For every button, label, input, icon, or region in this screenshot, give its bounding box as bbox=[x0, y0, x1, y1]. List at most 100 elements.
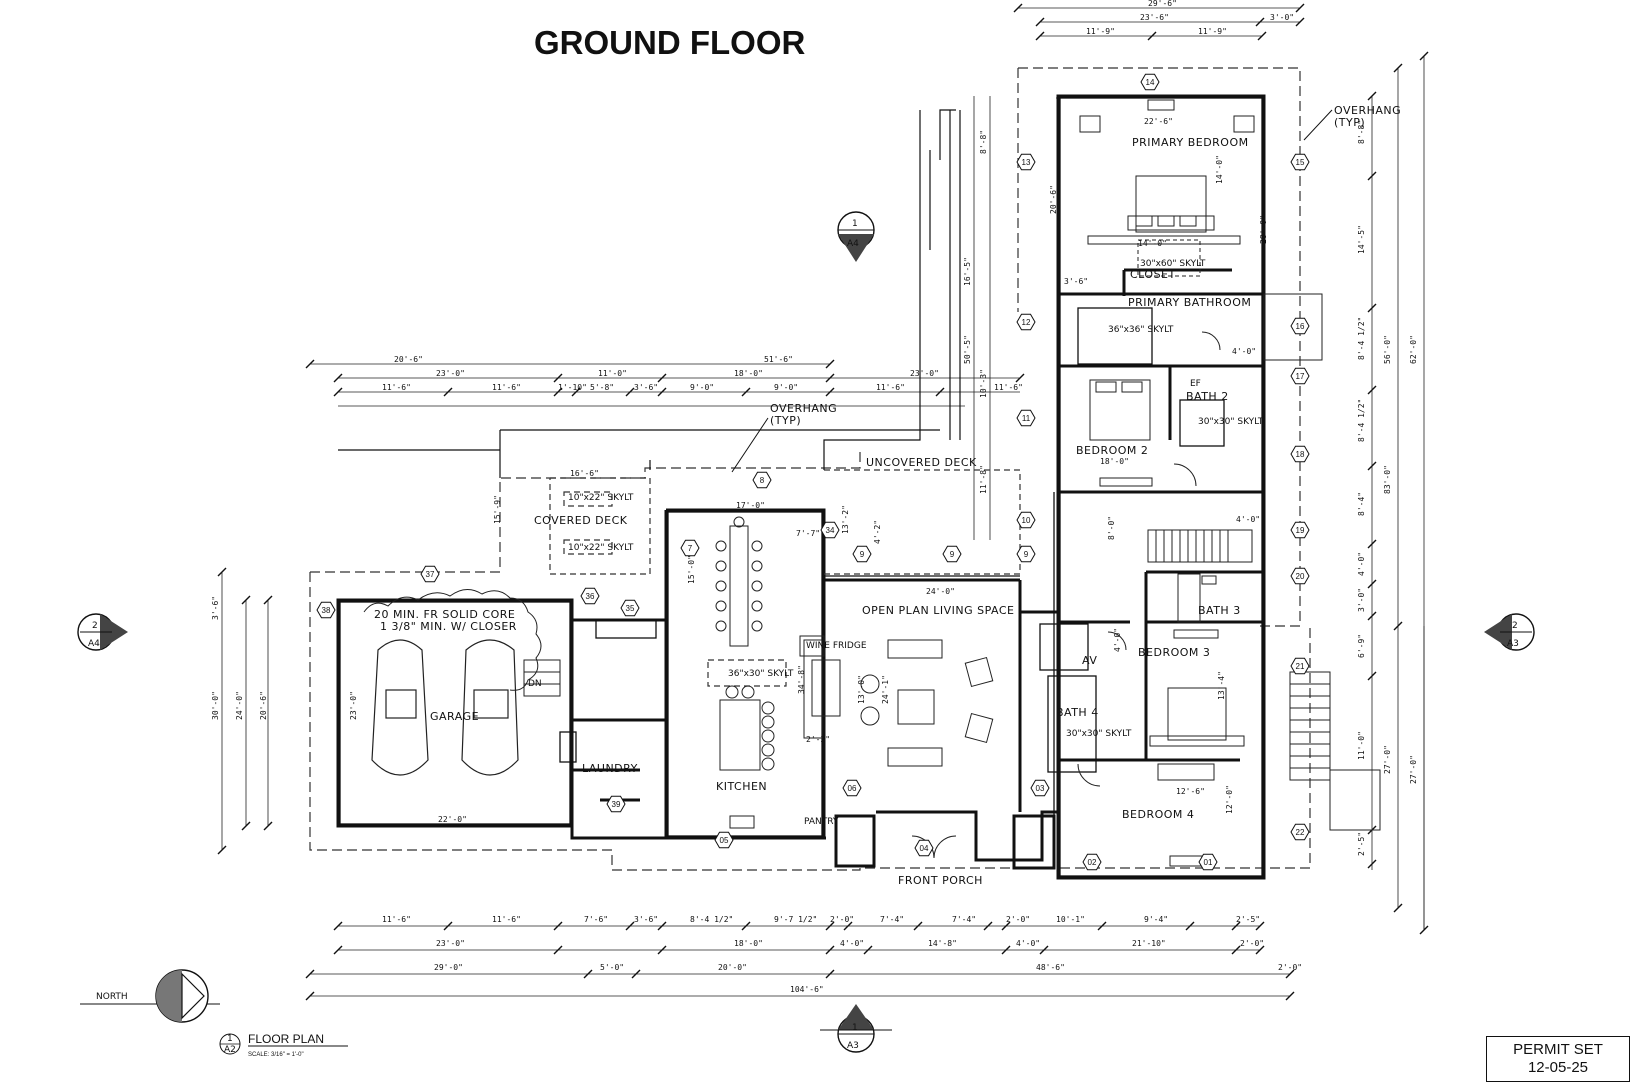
tag-hexagon bbox=[752, 471, 772, 489]
tag-hexagon bbox=[1016, 545, 1036, 563]
tag-hexagon bbox=[1290, 153, 1310, 171]
label-open-plan: OPEN PLAN LIVING SPACE bbox=[862, 604, 1015, 617]
svg-text:8'-8": 8'-8" bbox=[1357, 120, 1366, 144]
dimension-ticks bbox=[217, 3, 1429, 1001]
svg-text:3'-6": 3'-6" bbox=[634, 915, 658, 924]
svg-text:8'-8": 8'-8" bbox=[979, 130, 988, 154]
svg-text:20'-6": 20'-6" bbox=[259, 691, 268, 720]
svg-text:7'-4": 7'-4" bbox=[952, 915, 976, 924]
tag-label: 9 bbox=[950, 550, 955, 559]
svg-text:1 3/8" MIN. W/ CLOSER: 1 3/8" MIN. W/ CLOSER bbox=[380, 620, 517, 633]
svg-text:2'-0": 2'-0" bbox=[830, 915, 854, 924]
north-label: NORTH bbox=[96, 992, 128, 1002]
tag-hexagon bbox=[420, 565, 440, 583]
svg-text:22'-0": 22'-0" bbox=[438, 815, 467, 824]
svg-text:3'-6": 3'-6" bbox=[634, 383, 658, 392]
exterior-stairs-right bbox=[1263, 293, 1381, 831]
svg-text:20 MIN. FR SOLID CORE: 20 MIN. FR SOLID CORE bbox=[374, 608, 515, 621]
bedroom3-bed bbox=[1149, 629, 1245, 867]
tag-hexagon bbox=[852, 545, 872, 563]
svg-text:11'-6": 11'-6" bbox=[876, 383, 905, 392]
svg-text:1: 1 bbox=[852, 1023, 858, 1033]
tag-label: 10 bbox=[1022, 516, 1031, 525]
tag-hexagon bbox=[1016, 153, 1036, 171]
label-bedroom3: BEDROOM 3 bbox=[1138, 646, 1210, 659]
svg-text:24'-0": 24'-0" bbox=[235, 691, 244, 720]
svg-text:4'-0": 4'-0" bbox=[1236, 515, 1260, 524]
svg-text:15'-9": 15'-9" bbox=[493, 495, 502, 524]
view-scale: SCALE: 3/16" = 1'-0" bbox=[248, 1052, 304, 1058]
tag-hexagon bbox=[914, 839, 934, 857]
svg-text:11'-6": 11'-6" bbox=[492, 915, 521, 924]
svg-text:14'-0": 14'-0" bbox=[1138, 239, 1167, 248]
svg-text:10"x22" SKYLT: 10"x22" SKYLT bbox=[568, 543, 634, 553]
svg-text:1: 1 bbox=[852, 219, 858, 229]
svg-text:7'-6": 7'-6" bbox=[584, 915, 608, 924]
north-arrow: NORTH bbox=[80, 969, 220, 1023]
tag-label: 14 bbox=[1146, 78, 1155, 87]
dining-table bbox=[715, 516, 763, 647]
svg-text:11'-6": 11'-6" bbox=[382, 915, 411, 924]
tag-hexagon bbox=[1082, 853, 1102, 871]
tag-label: 11 bbox=[1022, 414, 1031, 423]
tag-label: 39 bbox=[612, 800, 621, 809]
svg-text:24'-1": 24'-1" bbox=[881, 675, 890, 704]
door-swings bbox=[911, 331, 1221, 859]
label-front-porch: FRONT PORCH bbox=[898, 874, 983, 887]
svg-text:8'-4 1/2": 8'-4 1/2" bbox=[1357, 317, 1366, 360]
svg-text:16'-6": 16'-6" bbox=[570, 469, 599, 478]
svg-text:23'-0": 23'-0" bbox=[436, 939, 465, 948]
tag-hexagon bbox=[580, 587, 600, 605]
tag-label: 9 bbox=[860, 550, 865, 559]
svg-text:8'-4": 8'-4" bbox=[1357, 492, 1366, 516]
tag-label: 01 bbox=[1204, 858, 1213, 867]
svg-text:14'-0": 14'-0" bbox=[1215, 155, 1224, 184]
svg-text:18'-0": 18'-0" bbox=[734, 369, 763, 378]
svg-text:15'-0": 15'-0" bbox=[687, 555, 696, 584]
kitchen-island bbox=[719, 685, 775, 829]
deck-edges bbox=[338, 109, 961, 478]
svg-text:50'-5": 50'-5" bbox=[963, 335, 972, 364]
svg-text:(TYP): (TYP) bbox=[770, 414, 801, 427]
svg-text:36"x30" SKYLT: 36"x30" SKYLT bbox=[728, 669, 794, 679]
svg-text:2'-5": 2'-5" bbox=[1357, 832, 1366, 856]
svg-text:21'-10": 21'-10" bbox=[1132, 939, 1166, 948]
svg-text:23'-0": 23'-0" bbox=[910, 369, 939, 378]
revision-cloud bbox=[363, 589, 542, 691]
tag-label: 05 bbox=[720, 836, 729, 845]
label-garage: GARAGE bbox=[430, 710, 479, 723]
tag-label: 06 bbox=[848, 784, 857, 793]
svg-text:62'-0": 62'-0" bbox=[1409, 335, 1418, 364]
svg-text:OVERHANG: OVERHANG bbox=[1334, 104, 1401, 117]
label-bath4: BATH 4 bbox=[1056, 706, 1099, 719]
tag-label: 36 bbox=[586, 592, 595, 601]
svg-text:36"x36" SKYLT: 36"x36" SKYLT bbox=[1108, 325, 1174, 335]
svg-text:13'-4": 13'-4" bbox=[1217, 671, 1226, 700]
svg-text:11'-6": 11'-6" bbox=[492, 383, 521, 392]
svg-text:5'-8": 5'-8" bbox=[590, 383, 614, 392]
tag-label: 04 bbox=[920, 844, 929, 853]
svg-text:20'-6": 20'-6" bbox=[394, 355, 423, 364]
tag-hexagon bbox=[680, 539, 700, 557]
svg-text:20'-0": 20'-0" bbox=[718, 963, 747, 972]
tag-label: 22 bbox=[1296, 828, 1305, 837]
skylight-primary bbox=[1137, 239, 1201, 277]
tag-hexagon bbox=[1290, 445, 1310, 463]
tag-label: 17 bbox=[1296, 372, 1305, 381]
tag-label: 19 bbox=[1296, 526, 1305, 535]
svg-text:23'-0": 23'-0" bbox=[436, 369, 465, 378]
svg-text:14'-8": 14'-8" bbox=[928, 939, 957, 948]
svg-text:4'-0": 4'-0" bbox=[840, 939, 864, 948]
bedroom2-bed bbox=[1089, 379, 1153, 487]
label-wine-fridge: WINE FRIDGE bbox=[806, 641, 867, 651]
tag-label: 7 bbox=[688, 544, 693, 553]
label-primary-bedroom-1: PRIMARY BEDROOM bbox=[1132, 136, 1249, 149]
svg-text:9'-0": 9'-0" bbox=[690, 383, 714, 392]
svg-text:3'-0": 3'-0" bbox=[1357, 588, 1366, 612]
tag-label: 34 bbox=[826, 526, 835, 535]
tag-label: 37 bbox=[426, 570, 435, 579]
tag-hexagon bbox=[1290, 657, 1310, 675]
tag-label: 20 bbox=[1296, 572, 1305, 581]
svg-text:9'-0": 9'-0" bbox=[774, 383, 798, 392]
